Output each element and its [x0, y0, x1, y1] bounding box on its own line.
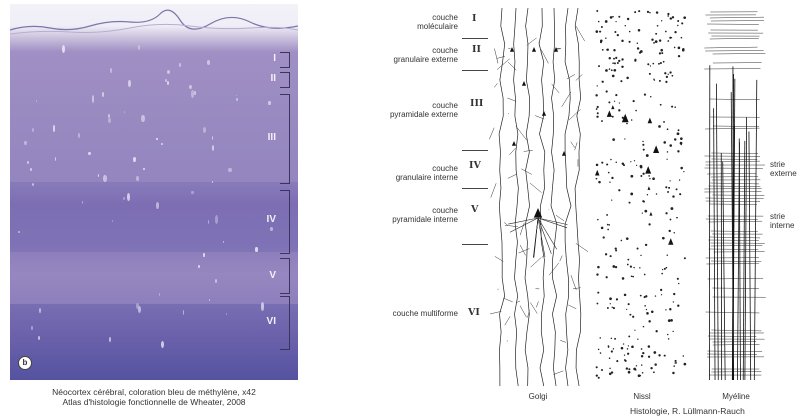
- cortex-micrograph: I II III IV V VI b: [10, 4, 298, 380]
- photo-layer-iv: IV: [267, 214, 276, 225]
- layer-bracket-vi: [280, 296, 290, 350]
- layer-divider-3: [462, 150, 488, 151]
- layer-label-vi: couche multiforme: [348, 309, 458, 318]
- column-label-golgi: Golgi: [508, 392, 568, 401]
- layer-divider-5: [462, 244, 488, 245]
- layer-iv-band: [10, 182, 298, 252]
- layer-bracket-i: [280, 52, 290, 68]
- layer-bracket-iii: [280, 94, 290, 184]
- layer-roman-vi: VI: [468, 307, 480, 318]
- diagram-credit: Histologie, R. Lüllmann-Rauch: [630, 406, 745, 416]
- photo-caption-line2: Atlas d'histologie fonctionnelle de Whea…: [4, 397, 304, 407]
- photo-layer-v: V: [269, 270, 276, 281]
- layer-roman-i: I: [472, 13, 476, 24]
- column-label-nissl: Nissl: [612, 392, 672, 401]
- nissl-stain-column: [596, 4, 688, 384]
- layer-bracket-ii: [280, 72, 290, 88]
- layer-roman-iv: IV: [469, 160, 481, 171]
- photo-caption-line1: Néocortex cérébral, coloration bleu de m…: [4, 387, 304, 397]
- panel-letter-badge: b: [18, 356, 32, 370]
- myelin-stain-column: [704, 4, 766, 384]
- layer-roman-ii: II: [472, 44, 481, 55]
- layer-roman-iii: III: [470, 98, 483, 109]
- photo-layer-vi: VI: [267, 316, 276, 327]
- golgi-stain-column: [494, 4, 582, 384]
- pia-surface-outline: [10, 4, 298, 44]
- layer-divider-1: [462, 38, 488, 39]
- photo-layer-iii: III: [268, 132, 276, 143]
- layer-divider-4: [462, 188, 488, 189]
- photo-layer-i: I: [273, 53, 276, 64]
- layer-roman-v: V: [471, 204, 478, 215]
- layer-bracket-iv: [280, 190, 290, 254]
- layer-divider-2: [462, 70, 488, 71]
- photo-layer-ii: II: [270, 73, 276, 84]
- white-matter-band: [10, 304, 298, 380]
- column-label-myelin: Myéline: [706, 392, 766, 401]
- layer-bracket-v: [280, 258, 290, 294]
